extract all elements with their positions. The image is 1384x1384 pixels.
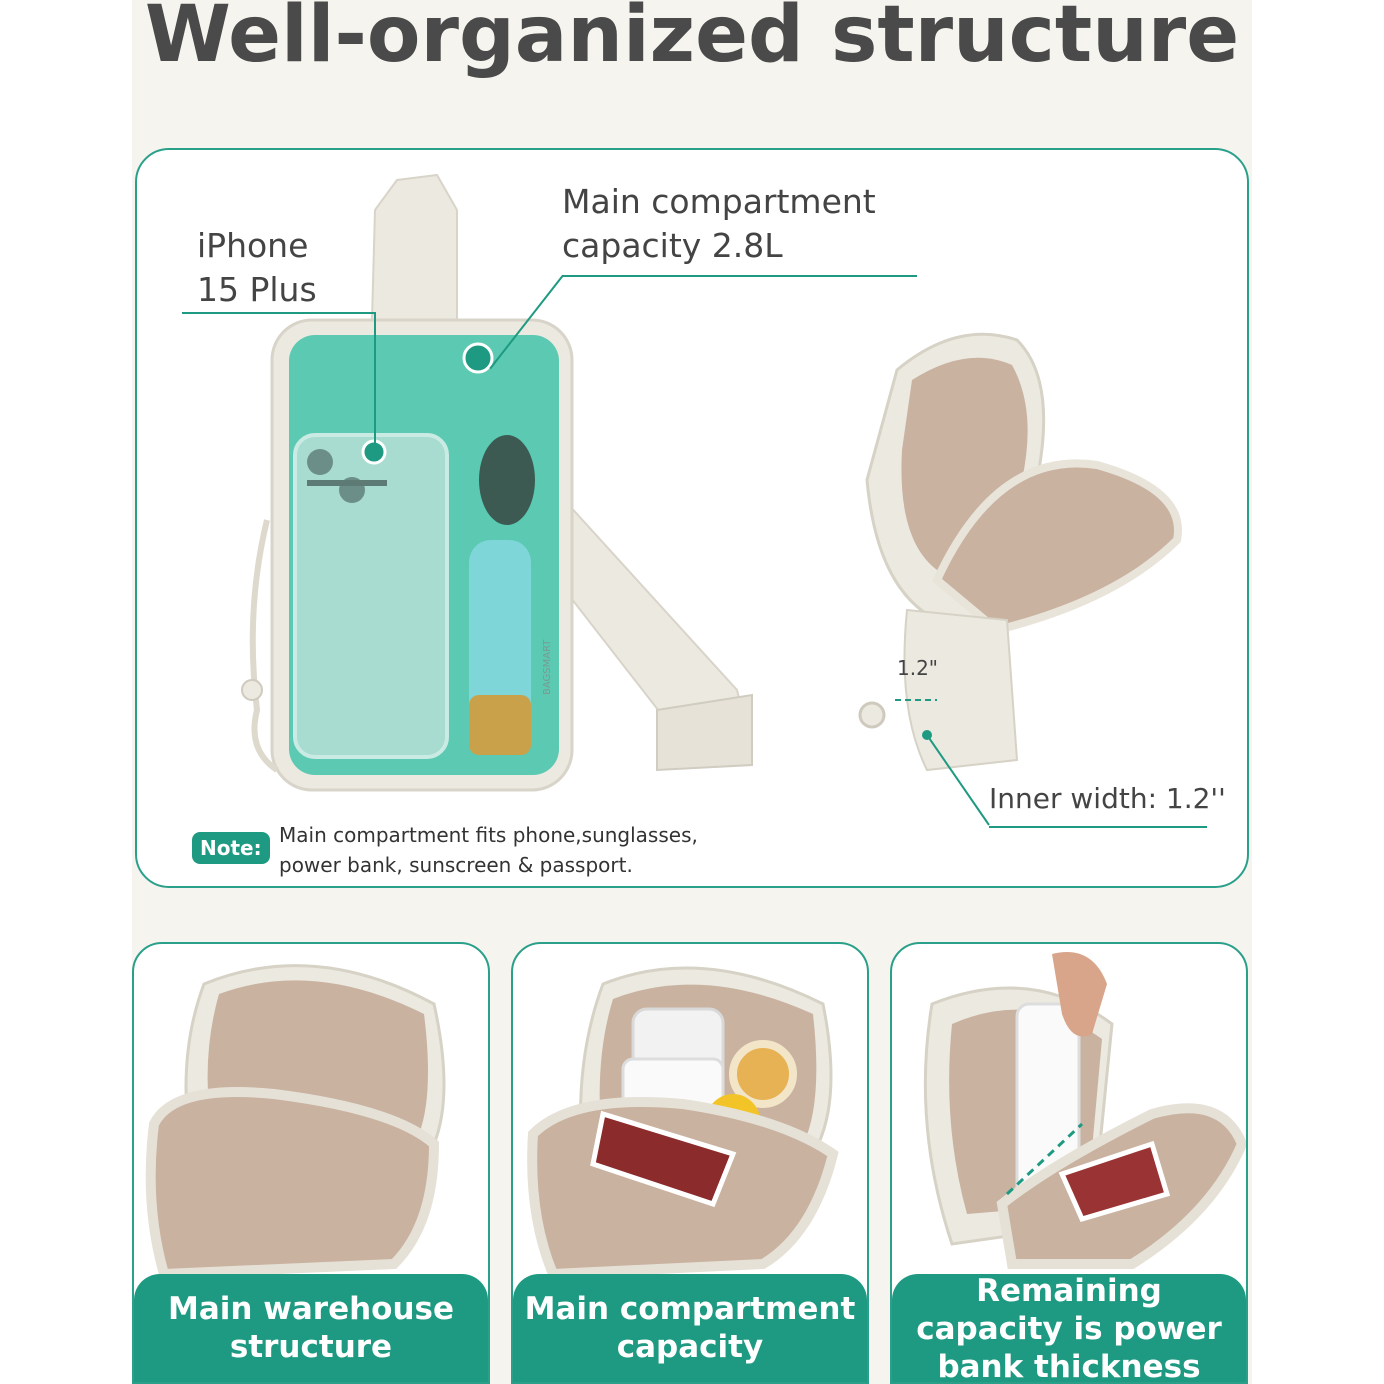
structure-card: BAGSMART iPhone 15 Plus Main compartment — [135, 148, 1249, 888]
caption-main-compartment: Main compartment capacity — [513, 1274, 867, 1382]
caption-line-2: capacity is power — [916, 1311, 1222, 1347]
compartment-label: Main compartment capacity 2.8L — [562, 180, 876, 268]
caption-line-1: Main compartment — [524, 1291, 856, 1327]
hand-inserting-power-bank-image — [923, 952, 1246, 1269]
card-main-warehouse: Main warehouse structure — [132, 942, 490, 1384]
dimension-label: 1.2" — [897, 656, 939, 680]
card-main-compartment: Main compartment capacity — [511, 942, 869, 1384]
iphone-label-line-1: iPhone — [197, 226, 309, 265]
note-text-line-2: power bank, sunscreen & passport. — [279, 853, 633, 877]
inner-width-label: Inner width: 1.2'' — [989, 782, 1226, 815]
infographic-page: Well-organized structure BAGSM — [132, 0, 1252, 1384]
iphone-label-line-2: 15 Plus — [197, 270, 317, 309]
caption-line-2: structure — [229, 1329, 393, 1365]
card-remaining-capacity: Remaining capacity is power bank thickne… — [890, 942, 1248, 1384]
caption-line-3: bank thickness — [937, 1349, 1201, 1384]
iphone-leader-horizontal — [182, 312, 375, 314]
caption-line-2: capacity — [616, 1329, 764, 1365]
brand-mark: BAGSMART — [542, 639, 553, 695]
inner-width-leader — [989, 826, 1207, 828]
sling-bag-front-illustration: BAGSMART — [241, 173, 1182, 826]
compartment-leader-horizontal — [562, 275, 917, 277]
open-bag-empty-image — [145, 964, 446, 1280]
compartment-label-line-2: capacity 2.8L — [562, 226, 783, 265]
caption-main-warehouse: Main warehouse structure — [134, 1274, 488, 1382]
iphone-leader-vertical — [374, 312, 376, 452]
note-badge: Note: — [192, 832, 270, 864]
compartment-label-line-1: Main compartment — [562, 182, 876, 221]
caption-line-1: Remaining — [976, 1273, 1162, 1309]
caption-remaining-capacity: Remaining capacity is power bank thickne… — [892, 1273, 1246, 1384]
page-title: Well-organized structure — [144, 0, 1240, 80]
open-bag-filled-image — [527, 966, 839, 1280]
note-text: Main compartment fits phone,sunglasses, … — [279, 820, 839, 880]
iphone-label: iPhone 15 Plus — [197, 224, 317, 312]
note-text-line-1: Main compartment fits phone,sunglasses, — [279, 823, 698, 847]
caption-line-1: Main warehouse — [167, 1291, 455, 1327]
